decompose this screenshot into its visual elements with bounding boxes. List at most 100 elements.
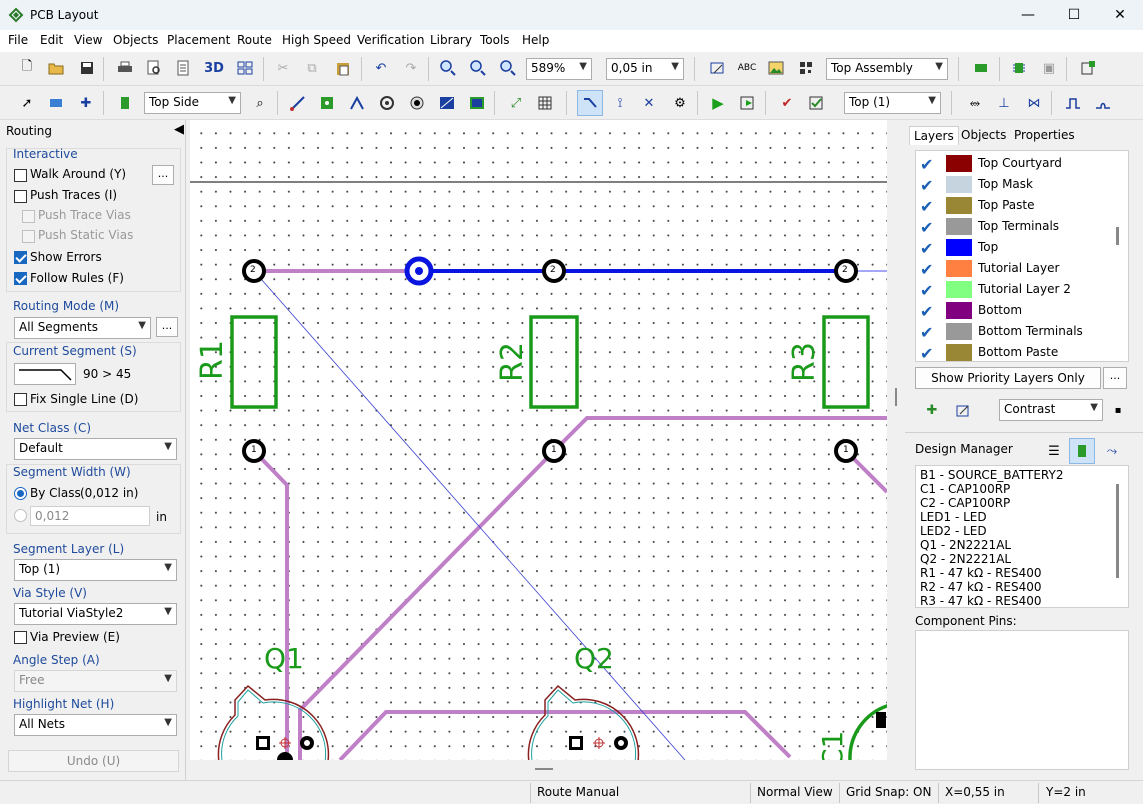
layer-select[interactable]: Top (1)▼ <box>844 92 941 114</box>
list-item[interactable]: C2 - CAP100RP <box>920 496 1011 510</box>
drc-report-icon[interactable] <box>803 90 829 116</box>
menu-route[interactable]: Route <box>237 33 272 47</box>
show-errors-checkbox[interactable] <box>14 251 27 264</box>
view-3d-button[interactable]: 3D <box>204 60 224 76</box>
route-cross-icon[interactable]: ✕ <box>643 95 655 111</box>
save-icon[interactable] <box>74 55 100 81</box>
binoculars-icon[interactable]: ⌕ <box>256 95 264 111</box>
route-manual-icon[interactable] <box>577 90 603 116</box>
image-icon[interactable] <box>763 55 789 81</box>
route-settings-icon[interactable]: ⚙ <box>674 95 686 111</box>
undo-icon[interactable]: ↶ <box>375 60 387 76</box>
run-icon[interactable]: ▶ <box>712 94 724 112</box>
layer-row[interactable]: ✔Top Terminals <box>920 218 1060 237</box>
panels-icon[interactable] <box>232 55 258 81</box>
routing-mode-select[interactable]: All Segments▼ <box>14 317 151 339</box>
list-item[interactable]: LED2 - LED <box>920 524 987 538</box>
diff-pair-icon[interactable]: ⥈ <box>969 95 981 111</box>
vertical-scrollbar[interactable] <box>887 120 905 760</box>
component-pins-list[interactable] <box>915 630 1129 770</box>
edit-layer-icon[interactable] <box>950 397 976 423</box>
nets-view-icon[interactable]: ⤳ <box>1106 443 1118 459</box>
undo-button[interactable]: Undo (U) <box>8 750 179 772</box>
chip-disabled-icon[interactable]: ▣ <box>1042 60 1056 76</box>
pad[interactable] <box>834 259 858 283</box>
menu-verification[interactable]: Verification <box>357 33 425 47</box>
segment-layer-select[interactable]: Top (1)▼ <box>14 559 177 581</box>
menu-library[interactable]: Library <box>430 33 472 47</box>
spell-check-icon[interactable]: ABC <box>737 63 757 73</box>
list-item[interactable]: B1 - SOURCE_BATTERY2 <box>920 468 1064 482</box>
list-item[interactable]: R2 - 47 kΩ - RES400 <box>920 580 1042 594</box>
highlight-net-select[interactable]: All Nets▼ <box>14 714 177 736</box>
list-item[interactable]: C1 - CAP100RP <box>920 482 1011 496</box>
cut-icon[interactable]: ✂ <box>277 60 289 76</box>
pad[interactable] <box>242 259 266 283</box>
qr-code-icon[interactable] <box>793 55 819 81</box>
layer-row[interactable]: ✔Tutorial Layer <box>920 260 1060 279</box>
assembly-select[interactable]: Top Assembly▼ <box>826 58 948 80</box>
measure-icon[interactable]: ⤢ <box>510 95 522 111</box>
new-file-icon[interactable]: 🗋 <box>21 59 33 74</box>
grid-size-select[interactable]: 0,05 in▼ <box>606 58 684 80</box>
menu-high-speed[interactable]: High Speed <box>282 33 352 47</box>
pad-tool-icon[interactable] <box>314 90 340 116</box>
net-class-select[interactable]: Default▼ <box>14 438 177 460</box>
list-item[interactable]: R3 - 47 kΩ - RES400 <box>920 594 1042 608</box>
layer-row[interactable]: ✔Bottom <box>920 302 1023 321</box>
layer-row[interactable]: ✔Top Courtyard <box>920 155 1062 174</box>
side-select[interactable]: Top Side▼ <box>144 92 241 114</box>
layer-color-icon[interactable]: ▪ <box>1114 404 1122 416</box>
tab-layers[interactable]: Layers <box>909 126 959 145</box>
pcb-canvas[interactable]: R1 R2 R3 Q1 Q2 C1 2 2 2 1 1 1 <box>190 120 887 760</box>
drc-check-icon[interactable]: ✔ <box>781 95 793 111</box>
open-folder-icon[interactable] <box>43 55 69 81</box>
angle-step-select[interactable]: Free▼ <box>14 670 177 692</box>
paste-icon[interactable] <box>330 55 356 81</box>
menu-tools[interactable]: Tools <box>480 33 510 47</box>
component-green-icon[interactable] <box>968 55 994 81</box>
line-tool-icon[interactable] <box>285 90 311 116</box>
layer-row[interactable]: ✔Top Paste <box>920 197 1035 216</box>
chip-icon[interactable] <box>1006 55 1032 81</box>
table-icon[interactable] <box>532 90 558 116</box>
list-item[interactable]: LED1 - LED <box>920 510 987 524</box>
tab-properties[interactable]: Properties <box>1014 128 1075 142</box>
contrast-select[interactable]: Contrast▼ <box>999 399 1103 421</box>
menu-file[interactable]: File <box>8 33 29 47</box>
routing-mode-more-button[interactable]: ... <box>156 317 178 337</box>
properties-edit-icon[interactable] <box>704 55 730 81</box>
length-tune-icon[interactable]: ⊥ <box>998 95 1010 111</box>
menu-objects[interactable]: Objects <box>113 33 159 47</box>
pad[interactable] <box>542 259 566 283</box>
list-options-icon[interactable]: ☰ <box>1048 443 1060 459</box>
autoroute-icon[interactable] <box>735 90 761 116</box>
layer-row[interactable]: ✔Bottom Paste <box>920 344 1059 362</box>
select-region-icon[interactable] <box>43 90 69 116</box>
bump-icon[interactable] <box>1090 90 1116 116</box>
close-button[interactable]: ✕ <box>1114 7 1126 23</box>
split-icon[interactable]: ⋈ <box>1027 95 1041 111</box>
layer-row[interactable]: ✔Top <box>920 239 999 258</box>
hole-tool-icon[interactable] <box>404 90 430 116</box>
menu-view[interactable]: View <box>74 33 103 47</box>
polygon-tool-icon[interactable] <box>434 90 460 116</box>
list-item[interactable]: Q2 - 2N2221AL <box>920 552 1012 566</box>
copper-pour-icon[interactable] <box>464 90 490 116</box>
follow-rules-checkbox[interactable] <box>14 272 27 285</box>
zoom-in-icon[interactable] <box>435 55 461 81</box>
push-traces-checkbox[interactable] <box>14 190 27 203</box>
layer-list-scrollbar[interactable] <box>1116 227 1119 245</box>
show-priority-layers-button[interactable]: Show Priority Layers Only <box>915 367 1101 389</box>
push-static-vias-checkbox[interactable] <box>22 230 35 243</box>
crosshair-icon[interactable]: ✚ <box>80 95 92 111</box>
layers-more-button[interactable]: ... <box>1103 367 1127 389</box>
custom-width-input[interactable]: 0,012 <box>30 506 150 526</box>
via-tool-icon[interactable] <box>374 90 400 116</box>
pad[interactable] <box>242 439 266 463</box>
settings-icon[interactable] <box>1075 55 1101 81</box>
via[interactable] <box>404 256 434 286</box>
component-layer-icon[interactable] <box>112 90 138 116</box>
list-item[interactable]: R1 - 47 kΩ - RES400 <box>920 566 1042 580</box>
zoom-fit-icon[interactable] <box>495 55 521 81</box>
